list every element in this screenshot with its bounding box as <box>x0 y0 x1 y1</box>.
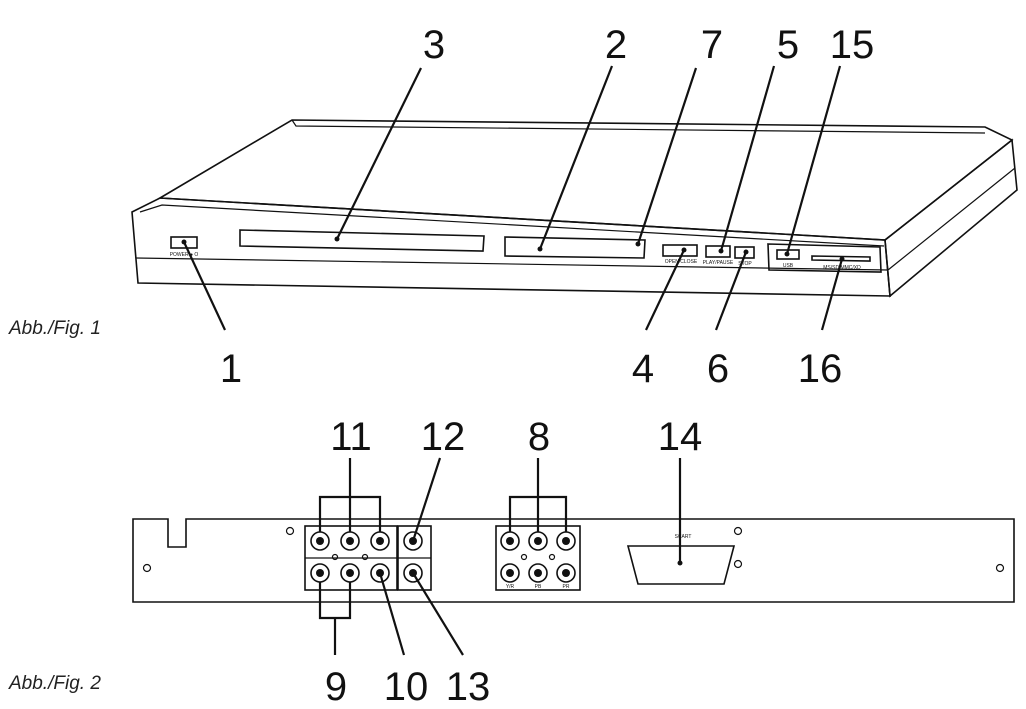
leader-6 <box>714 251 748 331</box>
jack-9b-center <box>346 569 354 577</box>
jack-pb-label: PB <box>535 584 542 590</box>
scart-label: SCART <box>675 534 692 540</box>
screw-hole-upper <box>285 526 295 536</box>
scart-connector <box>626 545 736 585</box>
card-label: MS/SD/MMC/XD <box>823 265 861 271</box>
jack-pb <box>528 563 548 583</box>
jack-11b-center <box>346 537 354 545</box>
jack-y-center <box>506 569 514 577</box>
jack-y-label: Y/R <box>506 584 515 590</box>
jack-y <box>500 563 520 583</box>
callout-2: 2 <box>605 23 627 67</box>
card-slot <box>811 255 871 262</box>
open-close-label: OPEN/CLOSE <box>665 259 698 265</box>
comp-hole-b <box>548 553 556 561</box>
fig2-caption: Abb./Fig. 2 <box>9 673 101 694</box>
jack-pr-center <box>562 569 570 577</box>
callout-1: 1 <box>220 347 242 391</box>
callout-6: 6 <box>707 347 729 391</box>
power-button-label: POWER ● O <box>170 252 199 258</box>
leader-7 <box>636 67 698 245</box>
usb-label: USB <box>783 263 794 269</box>
jack-pr <box>556 563 576 583</box>
screw-hole-left <box>142 563 152 573</box>
callout-8: 8 <box>528 415 550 459</box>
callout-15: 15 <box>830 23 875 67</box>
bracket-9 <box>318 582 352 620</box>
player-front-face <box>131 197 891 297</box>
leader-4 <box>645 249 685 331</box>
callout-9: 9 <box>325 665 347 709</box>
stop-label: STOP <box>738 261 752 267</box>
screw-hole-right-top <box>733 526 743 536</box>
callout-11: 11 <box>330 415 372 459</box>
jack-11a-center <box>316 537 324 545</box>
jack-12 <box>403 531 423 551</box>
callout-16: 16 <box>798 347 843 391</box>
callout-14: 14 <box>658 415 703 459</box>
jack-pb-center <box>534 569 542 577</box>
comp-hole-a <box>520 553 528 561</box>
front-bezel-line <box>139 204 885 247</box>
front-face-divider <box>135 257 889 271</box>
screw-hole-right-bottom <box>733 559 743 569</box>
power-button <box>170 236 198 249</box>
disc-tray <box>239 229 485 252</box>
callout-3: 3 <box>423 23 445 67</box>
player-side-face <box>884 138 1018 298</box>
open-close-button <box>662 244 698 257</box>
leader-10 <box>378 572 406 656</box>
jack-8c-center <box>562 537 570 545</box>
side-divider <box>887 167 1016 271</box>
play-pause-button <box>705 245 731 258</box>
callout-5: 5 <box>777 23 799 67</box>
leader-5 <box>719 65 776 252</box>
leader-1 <box>183 241 226 331</box>
jack-8a-center <box>506 537 514 545</box>
callout-4: 4 <box>632 347 654 391</box>
rear-panel: Y/R PB PR SCART 11 12 8 14 9 10 13 <box>132 415 1015 709</box>
callout-12: 12 <box>421 415 466 459</box>
leader-3 <box>336 67 422 240</box>
jack-10 <box>370 563 390 583</box>
leader-13 <box>412 572 464 656</box>
jack-8b-center <box>534 537 542 545</box>
callout-13: 13 <box>446 665 491 709</box>
leader-15 <box>785 65 842 255</box>
jack-9a-center <box>316 569 324 577</box>
leader-2 <box>538 65 614 250</box>
jack-11c-center <box>376 537 384 545</box>
display-window <box>504 236 646 259</box>
jack-pr-label: PR <box>563 584 570 590</box>
callout-10: 10 <box>384 665 429 709</box>
rear-plate <box>132 518 1015 603</box>
jack-13 <box>403 563 423 583</box>
play-pause-label: PLAY/PAUSE <box>703 260 734 266</box>
block-hole-a <box>331 553 339 561</box>
callout-7: 7 <box>701 23 723 67</box>
front-panel: POWER ● O OPEN/CLOSE PLAY/PAUSE STOP USB… <box>131 23 1018 391</box>
usb-card-panel <box>767 243 882 273</box>
leader-16 <box>820 258 844 331</box>
leader-12 <box>411 457 442 542</box>
screw-hole-right <box>995 563 1005 573</box>
fig1-caption: Abb./Fig. 1 <box>9 318 101 339</box>
block-hole-b <box>361 553 369 561</box>
component-jack-block <box>495 525 581 591</box>
